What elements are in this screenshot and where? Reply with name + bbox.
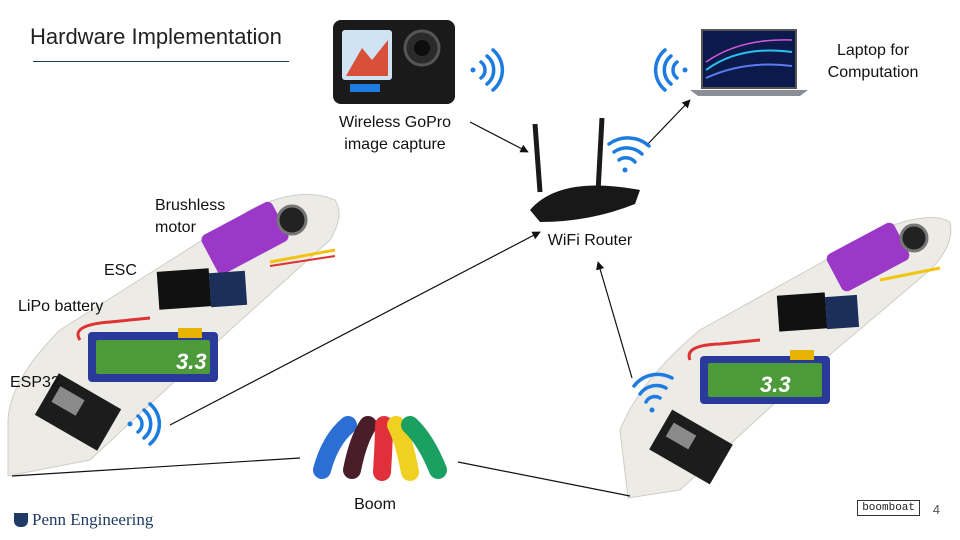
slide-title: Hardware Implementation bbox=[30, 24, 282, 49]
boom-label: Boom bbox=[354, 496, 396, 513]
laptop-label-line2: Computation bbox=[827, 64, 919, 81]
laptop-label-line1: Laptop for bbox=[836, 42, 910, 59]
boom-noodle-yellow bbox=[387, 416, 419, 481]
brushless-motor-label: Brushless motor bbox=[155, 195, 225, 239]
gopro-camera bbox=[333, 20, 455, 104]
left-brushless-motor bbox=[201, 201, 336, 275]
gopro-label-line1: Wireless GoPro bbox=[338, 114, 452, 131]
right-esc bbox=[776, 292, 860, 332]
penn-shield-icon bbox=[14, 513, 28, 527]
right-brushless-motor bbox=[826, 222, 941, 292]
right-battery-text: 3.3 bbox=[760, 372, 791, 397]
boom-left-line bbox=[11, 457, 301, 477]
gopro-label: Wireless GoPro image capture bbox=[330, 112, 460, 156]
connection-lines bbox=[11, 99, 691, 497]
left-lipo-battery bbox=[76, 316, 218, 382]
gopro-label-line2: image capture bbox=[344, 136, 446, 153]
boomboat-logo: boomboat bbox=[857, 500, 920, 516]
left-boat-to-router-arrow bbox=[169, 231, 541, 426]
right-lipo-battery bbox=[687, 338, 830, 404]
wifi-icon-gopro bbox=[470, 48, 505, 92]
page-number: 4 bbox=[932, 502, 940, 517]
left-esp32 bbox=[34, 373, 122, 451]
boom-noodles bbox=[313, 416, 447, 481]
wifi-icon-left-boat bbox=[127, 402, 162, 446]
wifi-icon-right-boat bbox=[632, 372, 674, 413]
brushless-motor-label-line2: motor bbox=[155, 219, 196, 236]
left-battery-text: 3.3 bbox=[176, 349, 207, 374]
router-to-laptop-arrow bbox=[645, 99, 691, 147]
right-esp32 bbox=[649, 409, 733, 485]
lipo-battery-label: LiPo battery bbox=[18, 298, 104, 315]
brushless-motor-label-line1: Brushless bbox=[155, 197, 226, 214]
penn-engineering-logo: Penn Engineering bbox=[14, 510, 153, 530]
boom-right-line bbox=[457, 461, 631, 497]
boom-noodle-green bbox=[401, 416, 447, 479]
wifi-icon-router bbox=[607, 136, 651, 173]
boom-noodle-maroon bbox=[343, 416, 377, 479]
esp32-label: ESP32 bbox=[10, 374, 60, 391]
laptop-label: Laptop for Computation bbox=[810, 40, 936, 84]
laptop bbox=[690, 29, 808, 96]
boom-noodle-blue bbox=[313, 416, 357, 479]
router-label: WiFi Router bbox=[547, 232, 633, 249]
esc-label: ESC bbox=[104, 262, 137, 279]
gopro-to-router-arrow bbox=[469, 121, 529, 153]
left-esc bbox=[156, 268, 248, 310]
wifi-icon-laptop bbox=[653, 48, 688, 92]
penn-engineering-text: Penn Engineering bbox=[32, 510, 154, 529]
boom-noodle-red bbox=[373, 416, 393, 481]
right-boat-to-router-arrow bbox=[596, 261, 633, 379]
wifi-router bbox=[530, 117, 640, 222]
title-underline bbox=[33, 61, 289, 62]
